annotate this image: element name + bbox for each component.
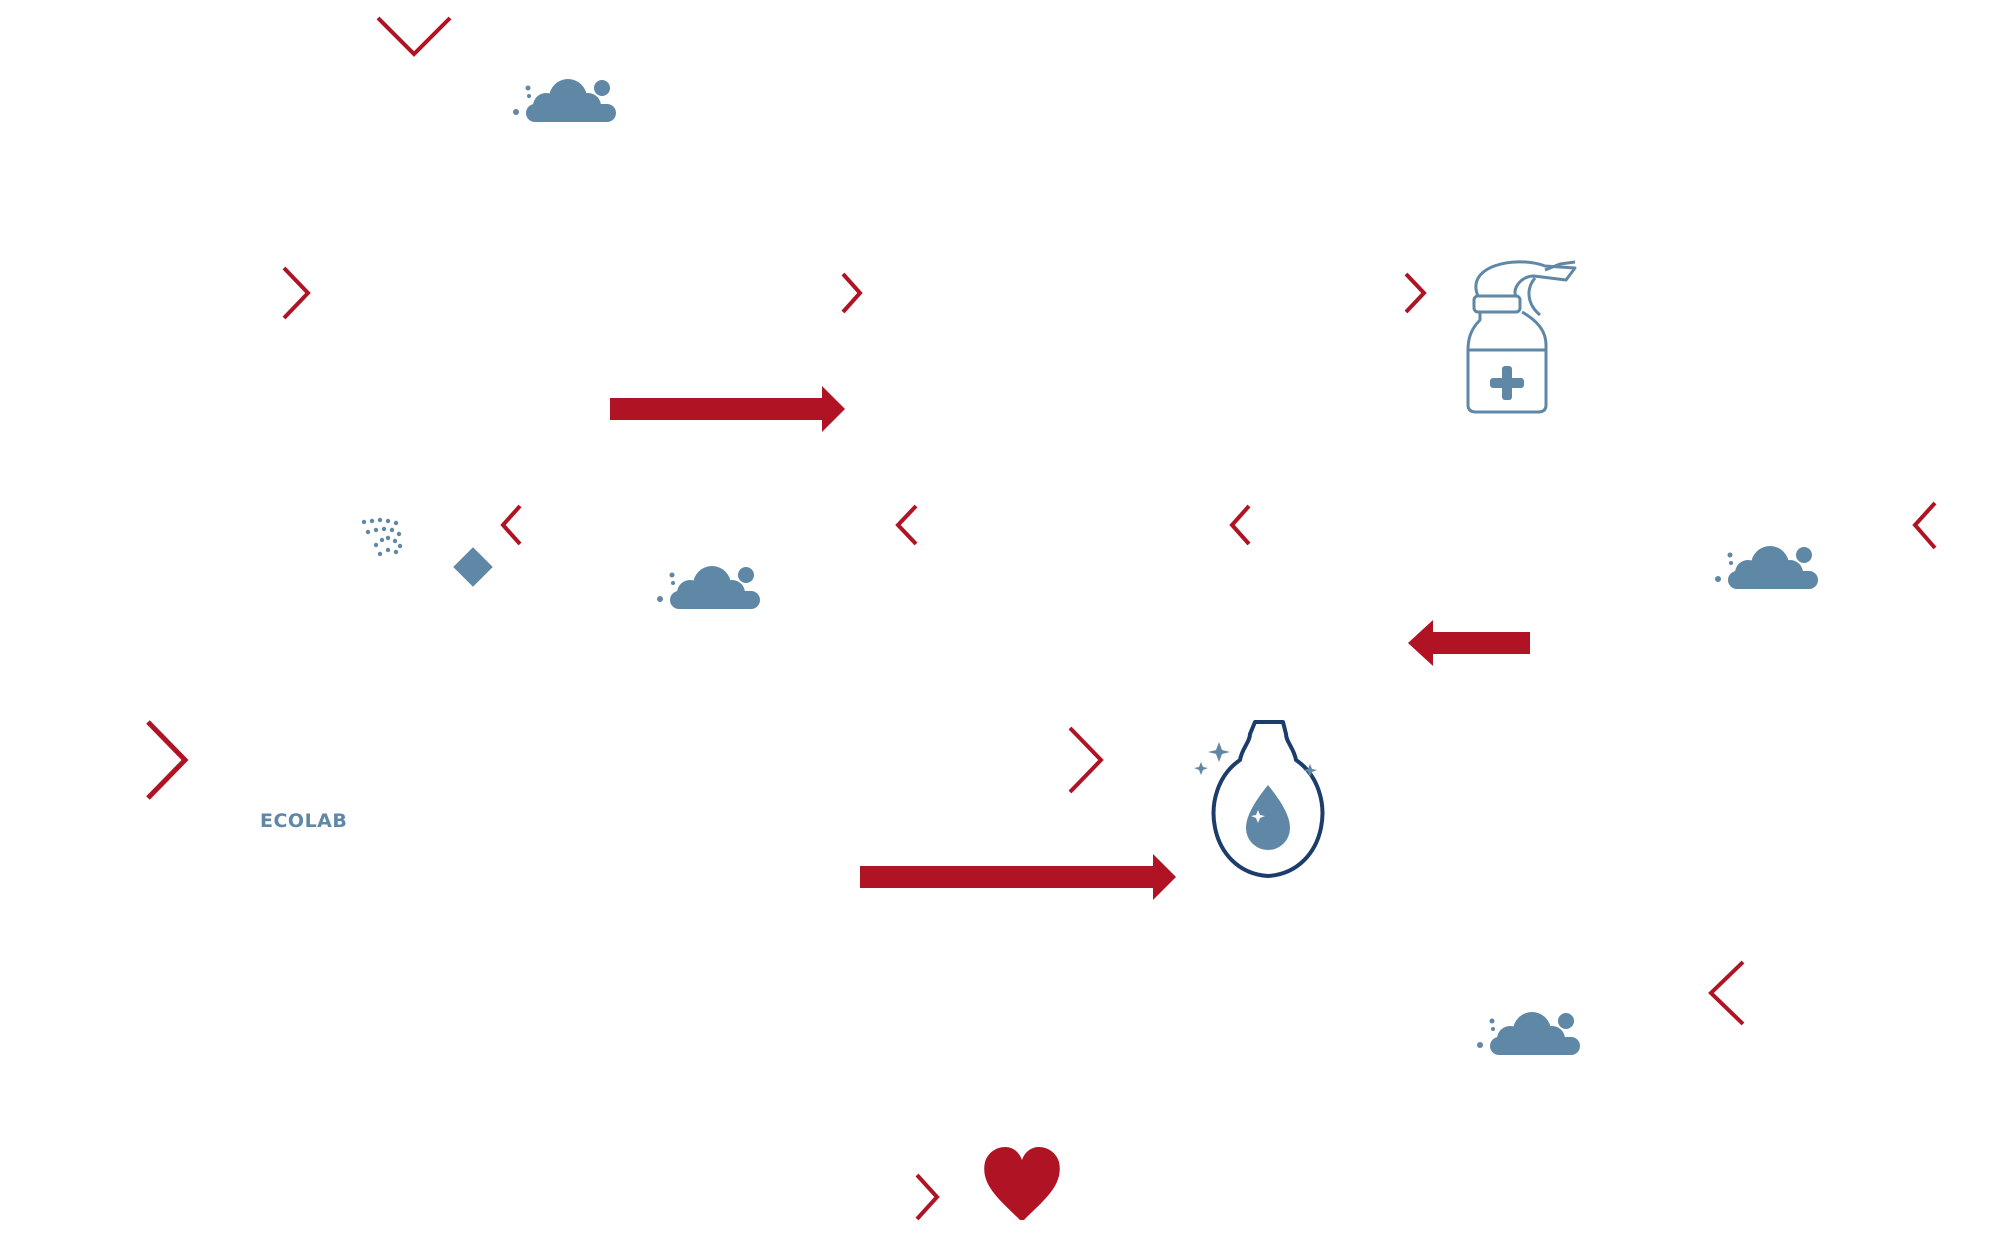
- chevron-left-icon: [500, 504, 522, 546]
- spray-bottle-icon: [1466, 260, 1577, 414]
- ecolab-logo: ECOLAB: [260, 810, 348, 832]
- heart-icon: [984, 1147, 1060, 1220]
- foam-cloud-icon: [1715, 546, 1818, 589]
- foam-cloud-icon: [1477, 1012, 1580, 1055]
- chevron-down-icon: [376, 16, 452, 57]
- chevron-right-icon: [915, 1173, 940, 1221]
- arrow-right-icon: [860, 854, 1176, 900]
- arrow-left-icon: [1408, 620, 1530, 666]
- chevron-right-icon: [841, 272, 863, 314]
- chevron-right-icon: [1404, 272, 1427, 314]
- chevron-left-icon: [1229, 504, 1251, 546]
- chevron-right-icon: [282, 266, 311, 320]
- chevron-left-icon: [1912, 501, 1937, 550]
- spray-mist-icon: [361, 517, 403, 557]
- detergent-bottle-icon: [1194, 720, 1325, 878]
- diamond-icon: [453, 547, 493, 587]
- chevron-right-icon: [146, 720, 189, 800]
- medical-cross-icon: [1490, 366, 1524, 400]
- arrow-right-icon: [610, 386, 845, 432]
- chevron-right-icon: [1068, 726, 1104, 794]
- foam-cloud-icon: [513, 79, 616, 122]
- chevron-left-icon: [895, 504, 918, 546]
- foam-cloud-icon: [657, 566, 760, 609]
- chevron-left-icon: [1708, 960, 1745, 1026]
